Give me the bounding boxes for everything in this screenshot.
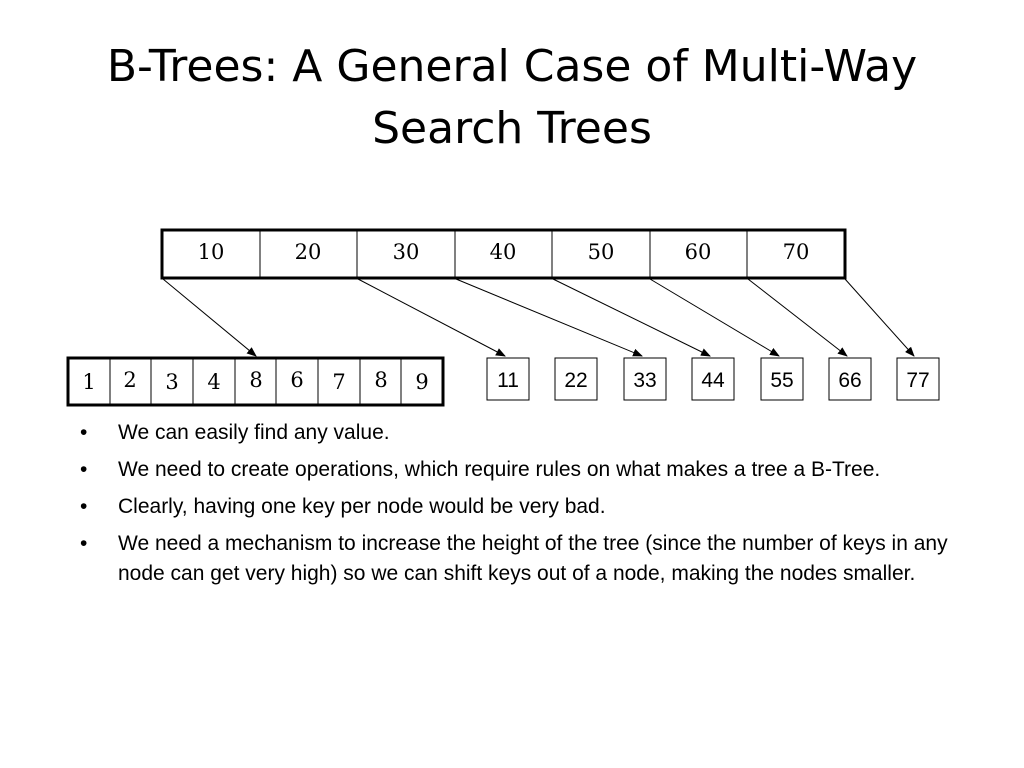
slide-title: B-Trees: A General Case of Multi-Way Sea… [106, 41, 918, 154]
pointer-arrow [162, 278, 257, 357]
child-node: 44 [691, 357, 735, 401]
pointer-arrow [455, 278, 643, 357]
child-key: 11 [497, 369, 519, 392]
leaf-key: 3 [165, 370, 178, 394]
root-node: 10 20 30 40 50 60 70 [160, 228, 847, 280]
pointer-arrows [162, 278, 915, 357]
root-key: 60 [685, 240, 712, 264]
bullet-item: • Clearly, having one key per node would… [76, 492, 976, 522]
child-node: 77 [896, 357, 940, 401]
leaf-key: 9 [415, 370, 428, 394]
bullet-list: • We can easily find any value. • We nee… [76, 418, 976, 596]
bullet-marker: • [80, 458, 88, 481]
leaf-key: 8 [249, 368, 262, 392]
child-nodes: 11 22 33 44 55 66 [486, 357, 940, 401]
bullet-marker: • [80, 532, 88, 555]
child-key: 66 [838, 369, 861, 392]
leaf-key: 1 [82, 370, 95, 394]
child-node: 55 [760, 357, 804, 401]
leaf-key: 2 [123, 368, 136, 392]
pointer-arrow [357, 278, 506, 357]
child-node: 66 [828, 357, 872, 401]
root-key: 30 [393, 240, 420, 264]
child-key: 22 [564, 369, 587, 392]
bullet-item: • We can easily find any value. [76, 418, 976, 448]
bullet-item: • We need to create operations, which re… [76, 455, 976, 485]
root-key: 40 [490, 240, 517, 264]
bullet-text: We can easily find any value. [118, 421, 390, 444]
bullet-marker: • [80, 421, 88, 444]
bullet-item: • We need a mechanism to increase the he… [76, 529, 976, 589]
bullet-text: Clearly, having one key per node would b… [118, 495, 606, 518]
pointer-arrow [552, 278, 711, 357]
child-node: 33 [623, 357, 667, 401]
bullet-marker: • [80, 495, 88, 518]
pointer-arrow [844, 278, 915, 357]
child-key: 77 [906, 369, 929, 392]
leaf-key: 7 [332, 370, 345, 394]
leaf-key: 4 [207, 370, 220, 394]
leaf-key: 6 [290, 368, 303, 392]
child-key: 33 [633, 369, 656, 392]
root-key: 20 [295, 240, 322, 264]
child-node: 11 [486, 357, 530, 401]
child-key: 44 [701, 369, 725, 392]
child-key: 55 [770, 369, 793, 392]
child-node: 22 [554, 357, 598, 401]
btree-diagram: 10 20 30 40 50 60 70 1 2 3 4 8 6 7 8 [66, 228, 940, 407]
bullet-text: We need a mechanism to increase the heig… [118, 532, 948, 585]
root-key: 50 [588, 240, 615, 264]
pointer-arrow [747, 278, 848, 357]
leaf-node: 1 2 3 4 8 6 7 8 9 [66, 356, 445, 407]
leaf-key: 8 [374, 368, 387, 392]
pointer-arrow [649, 278, 780, 357]
bullet-text: We need to create operations, which requ… [118, 458, 881, 481]
root-key: 10 [198, 240, 225, 264]
root-key: 70 [783, 240, 810, 264]
